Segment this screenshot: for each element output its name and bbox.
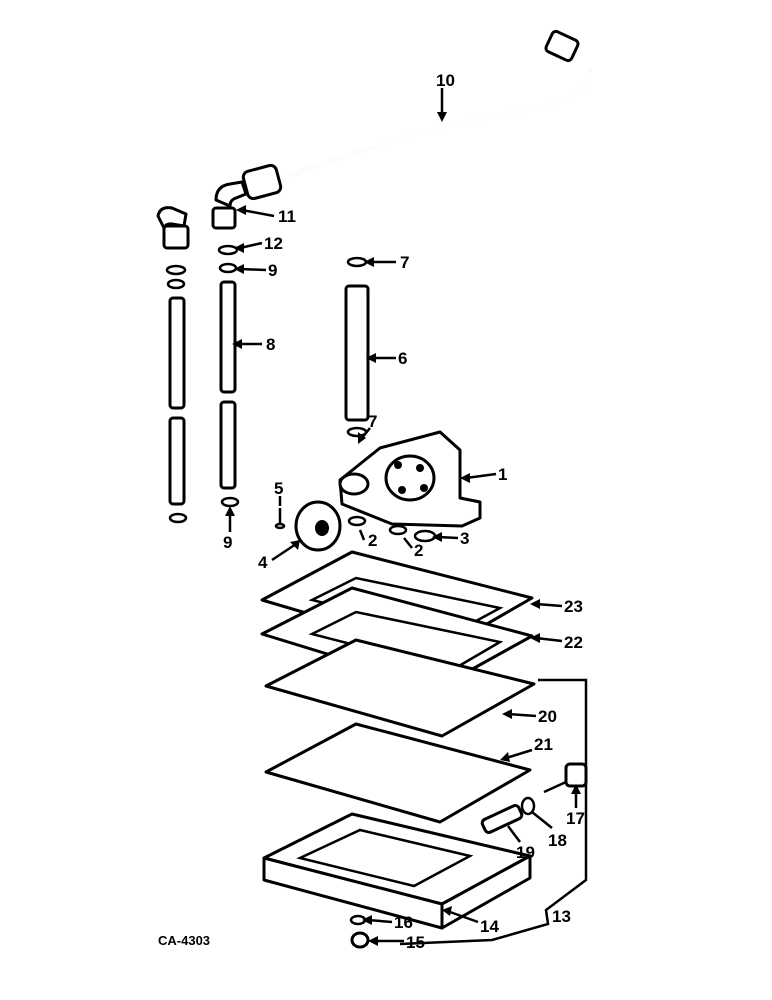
callout-8: 8 [266,335,275,354]
callout-12: 12 [264,234,283,253]
callout-23: 23 [564,597,583,616]
part-1-valve-body [338,430,482,528]
part-18-ring [520,796,536,816]
o-rings-left [165,244,240,524]
callout-22: 22 [564,633,583,652]
callout-7-top: 7 [400,253,409,272]
part-21-plate [264,722,532,824]
part-10-tube [241,29,592,201]
callout-20: 20 [538,707,557,726]
drawing-code: CA-4303 [158,933,210,948]
part-19-spring [480,804,524,834]
part-20-plate [264,638,536,738]
leader-lines [225,88,581,946]
callout-labels: 10 11 12 9 7 8 6 7 1 5 9 4 2 2 3 23 22 2… [158,71,585,952]
callout-7-lower: 7 [368,412,377,431]
elbow-fitting-left [156,206,190,250]
callout-13: 13 [552,907,571,926]
callout-3: 3 [460,529,469,548]
callout-15: 15 [406,933,425,952]
callout-16: 16 [394,913,413,932]
callout-17: 17 [566,809,585,828]
bracket-13 [399,678,588,946]
callout-10: 10 [436,71,455,90]
callout-9-top: 9 [268,261,277,280]
callout-9-bottom: 9 [223,533,232,552]
callout-4: 4 [258,553,268,572]
callout-2-left: 2 [368,531,377,550]
part-6-tube [344,256,370,438]
part-14-cover [262,812,532,930]
callout-2-right: 2 [414,541,423,560]
callout-6: 6 [398,349,407,368]
callout-21: 21 [534,735,553,754]
callout-14: 14 [480,917,499,936]
callout-1: 1 [498,465,507,484]
part-4-disc [294,500,342,552]
callout-18: 18 [548,831,567,850]
callout-19: 19 [516,843,535,862]
part-11-elbow [211,180,248,230]
part-8-tubes [168,280,237,506]
part-17-fitting [543,762,588,794]
part-5-pin [274,508,286,530]
callout-5: 5 [274,479,283,498]
callout-11: 11 [278,207,296,226]
